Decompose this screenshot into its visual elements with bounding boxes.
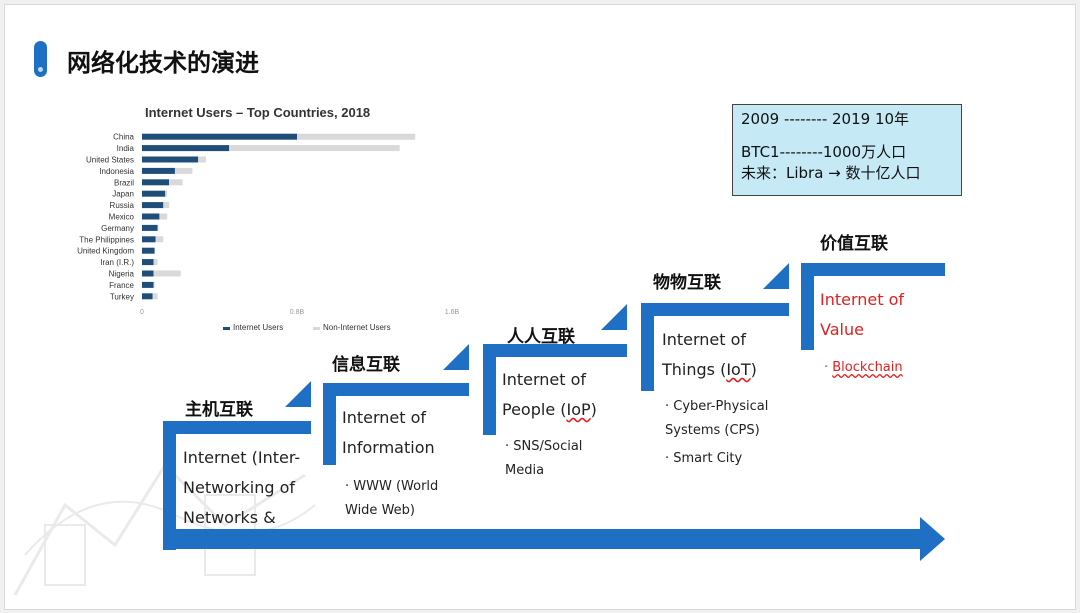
category-label: Germany [101,224,134,233]
bar-internet-users [142,270,154,277]
bar-internet-users [142,133,297,140]
bar-non-internet-users [157,224,159,231]
step-4-triangle [763,263,789,289]
stage-1-text: Internet (Inter-Networking of Networks & [183,448,301,527]
step-3-triangle [601,304,627,330]
stage-3-text: Internet of People (IoP) [502,370,597,419]
legend-label: Internet Users [233,323,283,332]
stage-4-bullet-2: · Smart City [665,451,743,466]
category-label: Japan [112,190,134,199]
bar-non-internet-users [154,247,156,254]
bar-non-internet-users [198,156,206,163]
title-accent-dot [38,67,43,72]
bar-internet-users [142,281,154,288]
step-3-bracket [483,344,627,435]
chart-title: Internet Users – Top Countries, 2018 [145,105,371,120]
category-label: India [117,144,135,153]
bar-internet-users [142,145,230,152]
category-label: Mexico [109,213,135,222]
stage-4-bullet-1: · Cyber-Physical Systems (CPS) [665,399,769,438]
stage-5-blockchain: Blockchain [832,360,903,375]
bar-internet-users [142,202,164,209]
slide: 网络化技术的演进 Internet Users – Top Countries,… [4,4,1076,610]
stage-4-text-label: Internet of Things ( [662,330,747,379]
bar-internet-users [142,179,170,186]
bar-non-internet-users [163,202,170,209]
step-1-triangle [285,381,311,407]
step-5-bracket [801,263,945,350]
stage-2-text: Internet of Information [342,408,435,457]
bar-internet-users [142,293,153,300]
stage-3-title: 人人互联 [507,327,575,347]
bar-non-internet-users [297,133,416,140]
x-tick-label: 0.8B [290,309,305,316]
bar-non-internet-users [174,167,193,174]
bar-internet-users [142,247,155,254]
evolution-steps [163,263,945,561]
stage-2-title: 信息互联 [332,355,400,375]
step-4-bracket [641,303,789,391]
stage-5-title: 价值互联 [820,234,888,254]
category-label: China [113,133,134,142]
bar-non-internet-users [153,281,155,288]
category-label: Nigeria [109,270,135,279]
timeline-arrow-head [920,517,945,561]
timeline-arrow-shaft [170,529,922,549]
bar-internet-users [142,156,199,163]
stage-3-text-label: Internet of People ( [502,370,587,419]
bar-non-internet-users [153,259,158,266]
category-label: Iran (I.R.) [100,258,134,267]
category-label: Indonesia [99,167,134,176]
category-label: Brazil [114,178,134,187]
stage-4-abbrev: IoT [726,360,751,379]
category-label: Turkey [110,292,134,301]
bar-non-internet-users [169,179,183,186]
category-label: United Kingdom [77,247,134,256]
bar-non-internet-users [159,213,168,220]
bar-non-internet-users [165,190,168,197]
category-label: United States [86,156,134,165]
title-accent-bar [34,41,47,77]
x-tick-label: 1.6B [445,309,460,316]
bar-internet-users [142,236,156,243]
bar-internet-users [142,259,154,266]
x-tick-label: 0 [140,309,144,316]
legend-swatch [223,327,230,330]
bar-non-internet-users [152,293,158,300]
bar-non-internet-users [153,270,181,277]
slide-title: 网络化技术的演进 [67,49,259,77]
category-label: Russia [110,201,135,210]
step-2-triangle [443,344,469,370]
stage-5-text: Internet of Value [820,290,905,339]
stage-1-title: 主机互联 [185,400,253,420]
legend-label: Non-Internet Users [323,323,391,332]
stage-3-bullet-1: · SNS/Social Media [505,439,583,478]
step-2-bracket [323,383,469,465]
bar-internet-users [142,224,158,231]
legend-swatch [313,327,320,330]
category-label: France [109,281,134,290]
note-line-2: BTC1--------1000万人口 [741,143,907,161]
stage-5-bullet-1: · Blockchain [824,360,903,375]
bar-non-internet-users [229,145,400,152]
bar-internet-users [142,190,166,197]
bar-non-internet-users [155,236,164,243]
stage-2-bullet-1: · WWW (World Wide Web) [345,479,439,518]
timeline-arrow-left-cap [163,529,168,549]
stage-3-abbrev: IoP [566,400,591,419]
bar-internet-users [142,213,160,220]
step-1-bracket [163,421,311,550]
category-label: The Philippines [79,235,134,244]
stage-4-title: 物物互联 [653,273,721,293]
note-line-1: 2009 -------- 2019 10年 [741,110,910,128]
info-note-box: 2009 -------- 2019 10年 BTC1--------1000万… [732,104,962,196]
bar-internet-users [142,167,175,174]
note-line-3: 未来：Libra → 数十亿人口 [741,164,921,182]
stage-4-text: Internet of Things (IoT) [662,330,757,379]
